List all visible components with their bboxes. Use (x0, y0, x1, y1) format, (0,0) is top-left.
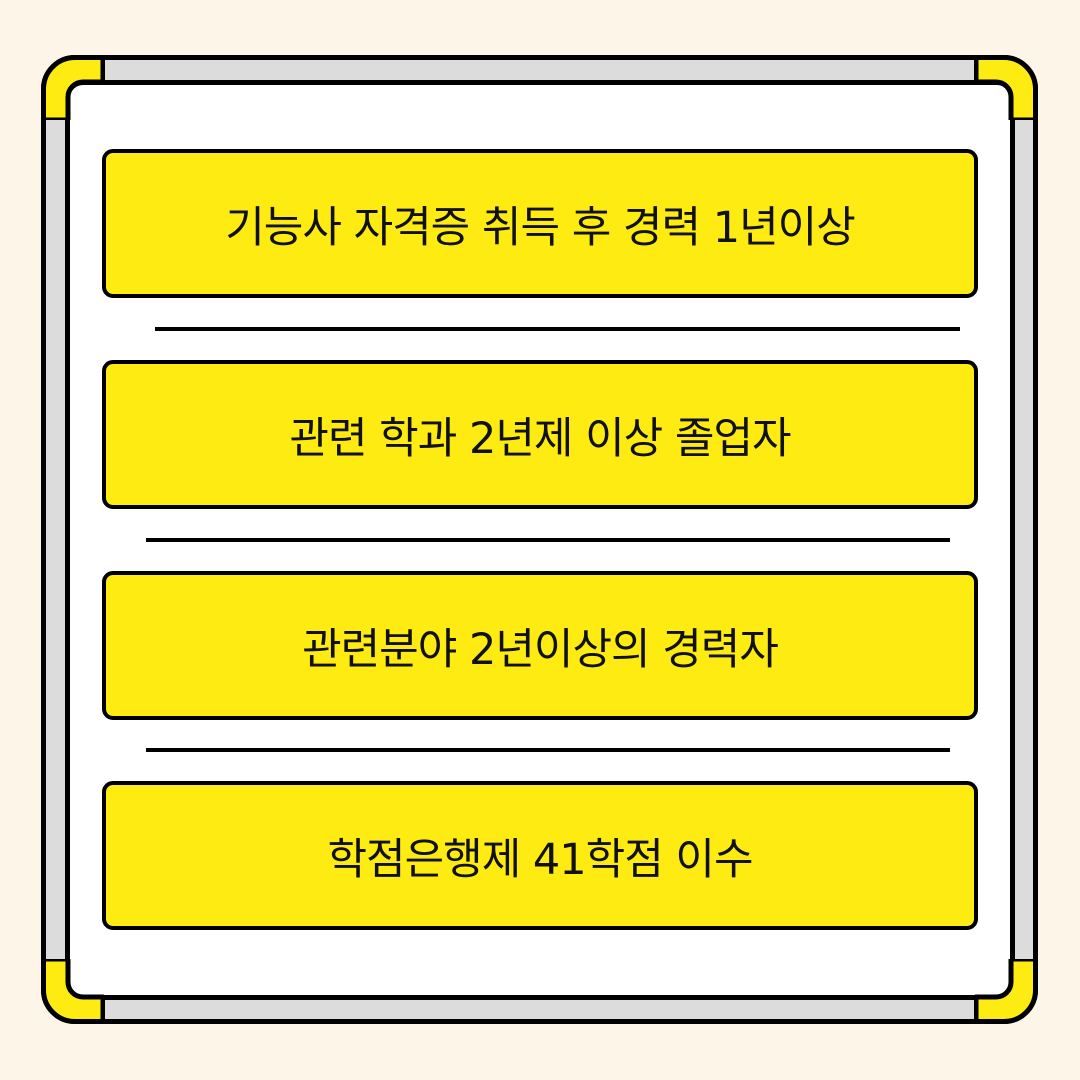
requirement-item-4[interactable]: 학점은행제 41학점 이수 (102, 781, 978, 930)
requirement-item-label: 관련 학과 2년제 이상 졸업자 (289, 413, 791, 464)
corner-cap-top-left (41, 55, 105, 120)
corner-cap-bottom-left (41, 959, 105, 1024)
separator-line (155, 327, 960, 331)
corner-cap-bottom-right (974, 959, 1038, 1024)
requirement-item-label: 관련분야 2년이상의 경력자 (302, 624, 779, 675)
requirement-item-label: 기능사 자격증 취득 후 경력 1년이상 (225, 202, 856, 253)
requirement-item-3[interactable]: 관련분야 2년이상의 경력자 (102, 571, 978, 720)
corner-cap-top-right (974, 55, 1038, 120)
requirement-item-1[interactable]: 기능사 자격증 취득 후 경력 1년이상 (102, 149, 978, 298)
separator-line (146, 538, 950, 542)
requirement-item-label: 학점은행제 41학점 이수 (327, 834, 753, 885)
separator-line (146, 748, 950, 752)
requirement-item-2[interactable]: 관련 학과 2년제 이상 졸업자 (102, 360, 978, 509)
